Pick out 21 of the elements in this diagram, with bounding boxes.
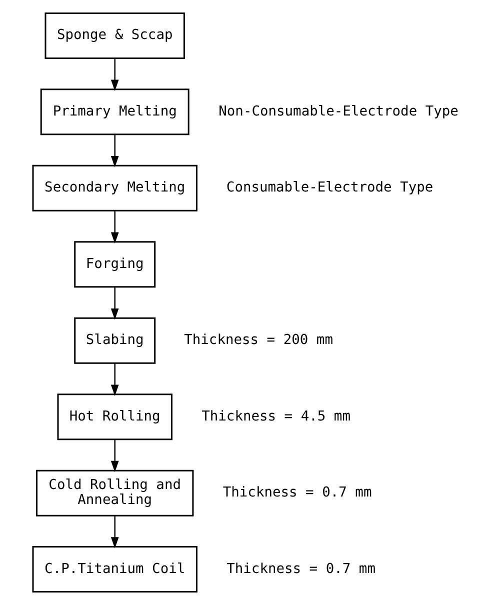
node-box: Slabing bbox=[74, 317, 156, 364]
node-box: Cold Rolling and Annealing bbox=[36, 470, 194, 516]
node-label: Non-Consumable-Electrode Type bbox=[218, 103, 458, 120]
arrow bbox=[110, 58, 119, 92]
node-label: Thickness = 0.7 mm bbox=[222, 484, 372, 501]
arrow bbox=[110, 134, 119, 168]
node-box: Forging bbox=[74, 241, 156, 288]
node-box: Hot Rolling bbox=[57, 394, 172, 440]
node-box: Secondary Melting bbox=[32, 164, 198, 212]
arrow bbox=[110, 516, 119, 548]
arrow bbox=[110, 286, 119, 320]
arrow bbox=[110, 439, 119, 472]
node-box: C.P.Titanium Coil bbox=[32, 546, 198, 593]
node-label: Thickness = 4.5 mm bbox=[202, 408, 350, 424]
node-label: Thickness = 200 mm bbox=[184, 332, 333, 348]
node-label: Consumable-Electrode Type bbox=[226, 180, 434, 196]
node-label: Thickness = 0.7 mm bbox=[226, 560, 376, 577]
node-box: Primary Melting bbox=[40, 88, 190, 136]
arrow bbox=[110, 210, 119, 244]
arrow bbox=[110, 363, 119, 396]
node-box: Sponge & Sccap bbox=[44, 12, 185, 59]
